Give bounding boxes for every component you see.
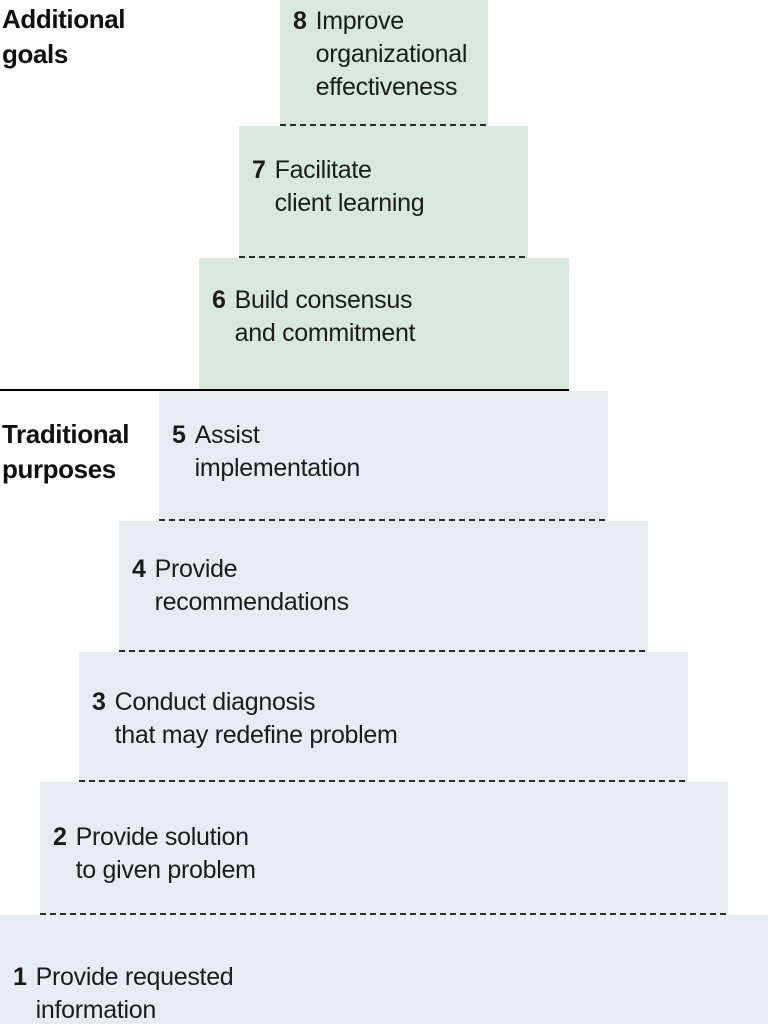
level-row: 4 Provide recommendations — [132, 553, 644, 619]
pyramid-level-7: 7 Facilitate client learning — [239, 126, 528, 258]
pyramid-level-3: 3 Conduct diagnosis that may redefine pr… — [79, 652, 688, 782]
level-row: 5 Assist implementation — [172, 419, 604, 485]
level-5-number: 5 — [172, 421, 186, 449]
level-3-number: 3 — [92, 688, 106, 716]
level-8-number: 8 — [293, 7, 307, 35]
pyramid-level-4: 4 Provide recommendations — [119, 521, 648, 652]
level-4-text: Provide recommendations — [154, 555, 350, 616]
level-row: 8 Improve organizational effectiveness — [293, 5, 484, 104]
pyramid-level-2: 2 Provide solution to given problem — [40, 782, 728, 915]
level-1-text: Provide requested information — [35, 963, 234, 1024]
level-8-text: Improve organizational effectiveness — [315, 7, 468, 101]
pyramid-level-1: 1 Provide requested information — [0, 915, 768, 1024]
level-row: 2 Provide solution to given problem — [53, 821, 724, 887]
level-row: 1 Provide requested information — [13, 961, 764, 1024]
section-divider-line — [0, 389, 569, 391]
level-row: 3 Conduct diagnosis that may redefine pr… — [92, 686, 684, 752]
level-4-number: 4 — [132, 555, 146, 583]
level-2-text: Provide solution to given problem — [75, 823, 256, 884]
level-2-number: 2 — [53, 823, 67, 851]
pyramid-level-8: 8 Improve organizational effectiveness — [280, 0, 488, 126]
pyramid-level-5: 5 Assist implementation — [159, 391, 608, 521]
level-7-text: Facilitate client learning — [274, 156, 425, 217]
level-5-text: Assist implementation — [194, 421, 361, 482]
traditional-purposes-label: Traditional purposes — [2, 419, 130, 484]
level-1-number: 1 — [13, 963, 27, 991]
level-6-number: 6 — [212, 286, 226, 314]
level-row: 6 Build consensus and commitment — [212, 284, 565, 350]
level-row: 7 Facilitate client learning — [252, 154, 524, 220]
level-3-text: Conduct diagnosis that may redefine prob… — [114, 688, 398, 749]
level-7-number: 7 — [252, 156, 266, 184]
additional-goals-label: Additional goals — [2, 4, 126, 69]
level-6-text: Build consensus and commitment — [234, 286, 416, 347]
pyramid-level-6: 6 Build consensus and commitment — [199, 258, 569, 389]
